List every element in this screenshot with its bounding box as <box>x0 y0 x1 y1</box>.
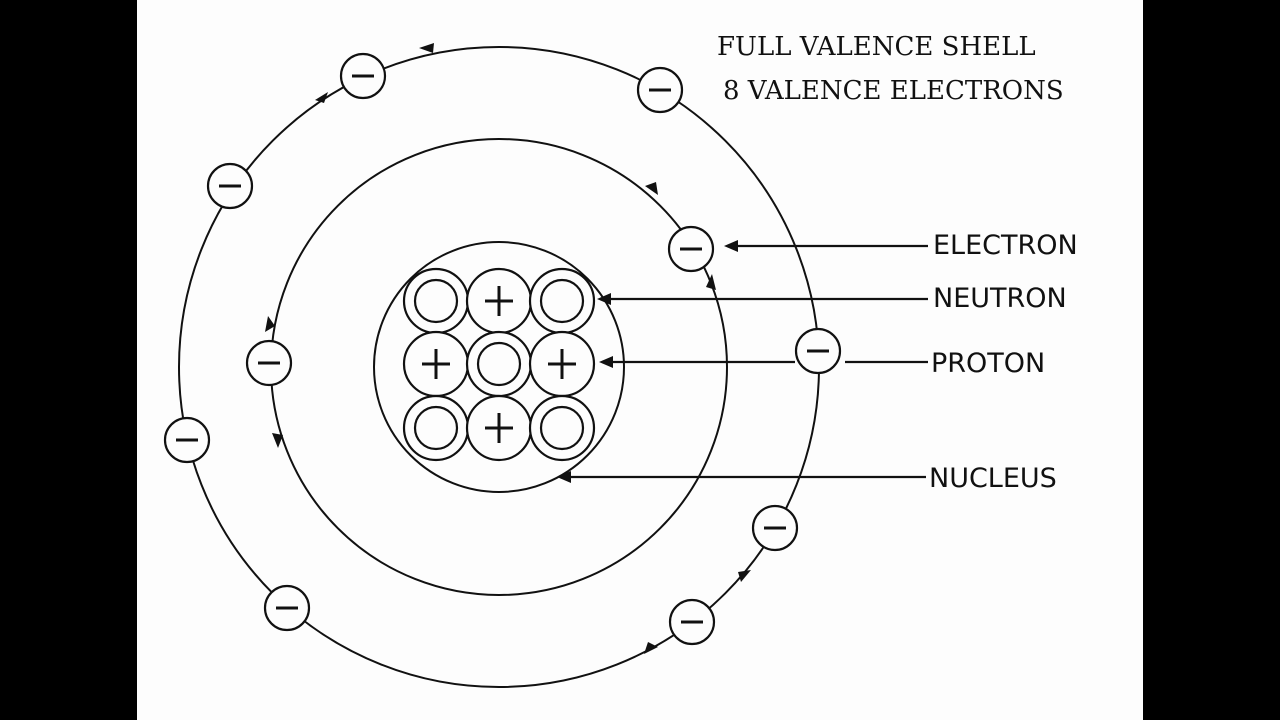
electron <box>206 162 254 210</box>
neutron-ring-icon <box>413 405 459 451</box>
neutron-ring-icon <box>476 341 522 387</box>
proton-particle <box>465 267 533 335</box>
electron <box>339 52 387 100</box>
orbit-arrow-inner-right <box>706 274 716 290</box>
neutron-particle <box>465 330 533 398</box>
orbit-arrow-outer-top <box>419 43 434 53</box>
orbit-arrow-outer-upper-left <box>315 92 328 103</box>
electron <box>263 584 311 632</box>
neutron-ring-icon <box>539 405 585 451</box>
neutron-particle <box>528 267 596 335</box>
nucleus-boundary <box>373 241 625 493</box>
electron <box>668 598 716 646</box>
proton-particle <box>465 394 533 462</box>
plus-icon <box>548 349 576 379</box>
electron-label: ELECTRON <box>933 230 1078 261</box>
proton-particle <box>402 330 470 398</box>
electron <box>245 339 293 387</box>
neutron-label: NEUTRON <box>933 283 1067 314</box>
neutron-particle <box>528 394 596 462</box>
title-line-1: FULL VALENCE SHELL <box>717 32 1036 62</box>
electrons <box>163 52 842 646</box>
plus-icon <box>422 349 450 379</box>
electron <box>794 327 842 375</box>
neutron-ring-icon <box>413 278 459 324</box>
pointer-lines <box>557 240 928 483</box>
orbit-arrow-inner-left-upper <box>265 316 275 332</box>
electron <box>163 416 211 464</box>
proton-particle <box>528 330 596 398</box>
plus-icon <box>485 286 513 316</box>
electron <box>667 225 715 273</box>
nucleus-label: NUCLEUS <box>929 463 1057 494</box>
nucleus-pointer-arrow <box>557 471 571 483</box>
orbit-arrow-outer-lower-right <box>738 570 751 582</box>
nucleus-particles <box>402 267 596 462</box>
proton-label: PROTON <box>931 348 1045 379</box>
electron <box>636 66 684 114</box>
orbit-arrow-outer-bottom-right <box>644 642 658 654</box>
title-line-2: 8 VALENCE ELECTRONS <box>723 76 1064 106</box>
neutron-pointer-arrow <box>597 293 611 305</box>
orbit-arrows <box>265 43 751 654</box>
electron-pointer-arrow <box>724 240 738 252</box>
neutron-particle <box>402 394 470 462</box>
electron <box>751 504 799 552</box>
orbit-arrow-inner-upper-right <box>645 182 658 195</box>
plus-icon <box>485 413 513 443</box>
neutron-ring-icon <box>539 278 585 324</box>
neutron-particle <box>402 267 470 335</box>
orbit-arrow-inner-left-lower <box>272 433 283 448</box>
proton-pointer-arrow <box>599 356 613 368</box>
